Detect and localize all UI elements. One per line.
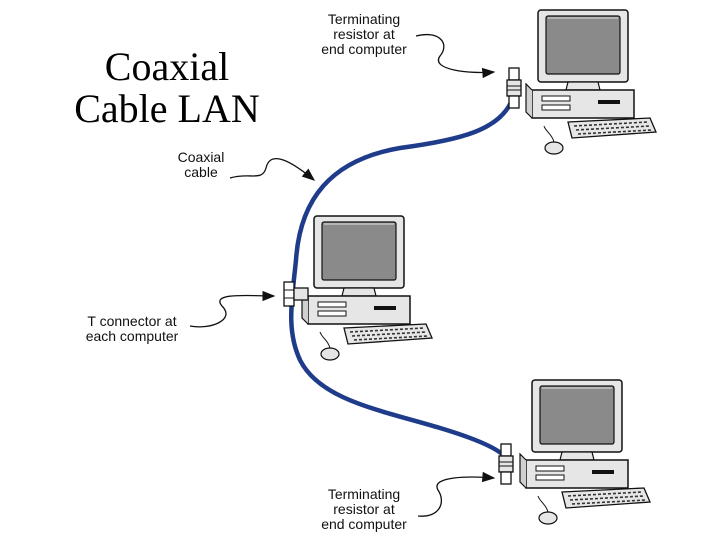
title-line-2: Cable LAN	[74, 86, 260, 131]
label-line: resistor at	[333, 501, 395, 517]
label-line: resistor at	[333, 26, 395, 42]
label-line: Terminating	[327, 11, 401, 27]
callout-arrow-terminator-bottom	[417, 471, 496, 517]
terminating-resistor-icon	[498, 443, 514, 485]
label-line: cable	[184, 164, 218, 180]
label-line: end computer	[321, 41, 407, 57]
computer-icon	[525, 9, 657, 155]
diagram-title: Coaxial Cable LAN	[62, 46, 272, 130]
label-line: T connector at	[87, 313, 177, 329]
computer-icon	[301, 215, 433, 361]
label-terminator-bottom: Terminating resistor at end computer	[312, 487, 416, 532]
computer-icon	[519, 379, 651, 525]
label-line: Coaxial	[177, 149, 225, 165]
label-line: Terminating	[327, 486, 401, 502]
callout-arrow-coaxial-cable	[229, 158, 315, 181]
terminating-resistor-icon	[506, 67, 522, 109]
label-terminator-top: Terminating resistor at end computer	[312, 12, 416, 57]
label-line: end computer	[321, 516, 407, 532]
label-coaxial-cable: Coaxial cable	[166, 150, 236, 180]
callout-arrow-terminator-top	[415, 33, 496, 79]
title-line-1: Coaxial	[104, 44, 230, 89]
label-t-connector: T connector at each computer	[72, 314, 192, 344]
label-line: each computer	[85, 328, 179, 344]
callout-arrow-t-connector	[189, 290, 276, 328]
